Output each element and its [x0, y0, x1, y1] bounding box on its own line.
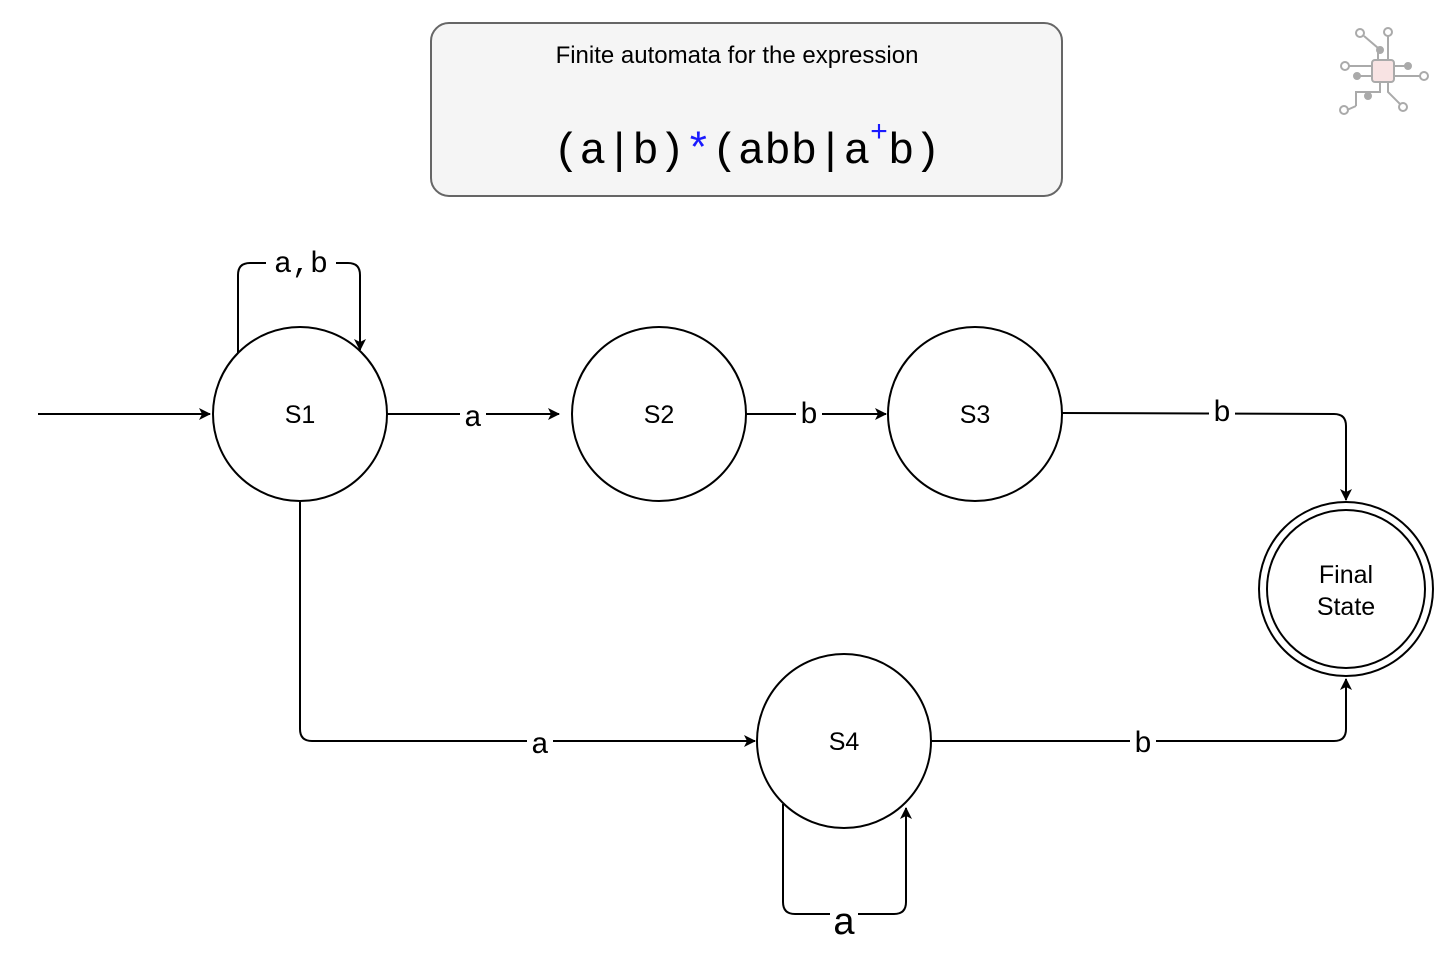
label-s1-s2: a	[464, 402, 482, 436]
title-box: Finite automata for the expression (a|b)…	[430, 22, 1063, 197]
state-s2: S2	[571, 326, 747, 502]
expr-kleene-star: *	[685, 127, 711, 177]
expr-group-2-end: b)	[888, 127, 941, 177]
edge-s3-final	[1061, 412, 1352, 501]
expr-group-1: (a|b)	[553, 127, 685, 177]
label-s1-self: a,b	[274, 248, 328, 282]
expr-plus: +	[870, 117, 888, 151]
circuit-chip-icon	[1339, 27, 1429, 115]
state-s1-label: S1	[285, 401, 316, 429]
state-s4: S4	[756, 653, 932, 829]
state-final-label-line1: Final	[1319, 561, 1373, 589]
edge-labels: a,b a b b a b a	[266, 248, 1235, 943]
label-s4-self: a	[833, 901, 855, 943]
state-s2-label: S2	[644, 401, 675, 429]
state-s3: S3	[887, 326, 1063, 502]
state-final-label-line2: State	[1317, 593, 1375, 621]
edge-s1-s4	[299, 502, 756, 747]
title-heading: Finite automata for the expression	[556, 42, 919, 69]
state-s1: S1	[212, 326, 388, 502]
edge-s4-final	[931, 678, 1352, 742]
state-s3-label: S3	[960, 401, 991, 429]
state-final: Final State	[1258, 501, 1434, 677]
label-s3-final: b	[1213, 397, 1231, 431]
label-s4-final: b	[1134, 728, 1152, 762]
state-s4-label: S4	[829, 728, 860, 756]
label-s2-s3: b	[800, 399, 818, 433]
regular-expression: (a|b)*(abb|a+b)	[553, 117, 941, 177]
expr-group-2: (abb|a	[712, 127, 870, 177]
label-s1-s4: a	[531, 729, 549, 763]
